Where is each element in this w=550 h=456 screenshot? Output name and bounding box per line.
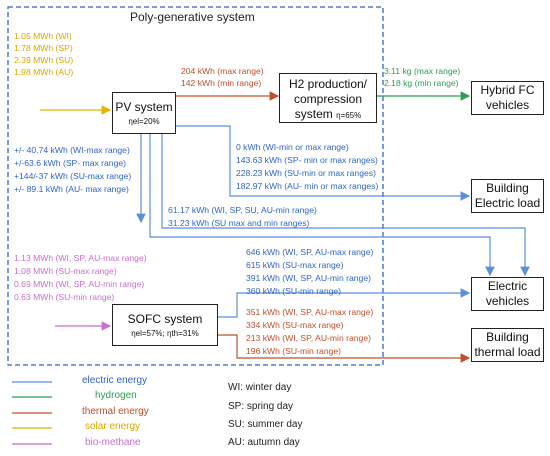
hybrid-fc-line1: Hybrid FC — [480, 83, 535, 97]
sofc-to-thermal-arrow — [218, 334, 471, 363]
legend-solar: solar energy — [85, 421, 141, 432]
ev-line2: vehicles — [485, 294, 530, 308]
legend-biomethane: bio-methane — [85, 437, 141, 448]
pv-to-building-wi: 0 kWh (WI-min or max range) — [236, 142, 349, 152]
abbr-autumn: AU: autumn day — [228, 437, 300, 448]
sofc-to-ev-4: 360 kWh (SU-min range) — [246, 286, 342, 296]
solar-input-su: 2.39 MWh (SU) — [14, 55, 74, 65]
sofc-system-efficiency: ηel=57%; ηth=31% — [131, 329, 199, 338]
sofc-to-thermal-3: 213 kWh (WI, SP, AU-min range) — [246, 333, 371, 343]
h2-box-line3: system η=65% — [280, 107, 376, 123]
h2-input-min: 142 kWh (min range) — [181, 78, 262, 88]
pv-to-ev-arrow-1 — [149, 134, 495, 277]
h2-production-box: H2 production/ compression system η=65% — [279, 73, 377, 123]
h2-output-min: 2.18 kg (min range) — [384, 78, 459, 88]
abbr-winter: WI: winter day — [228, 382, 292, 393]
building-thermal-line1: Building — [486, 330, 529, 344]
pv-to-building-au: 182.97 kWh (AU- min or max ranges) — [236, 181, 379, 191]
solar-input-sp: 1.78 MWh (SP) — [14, 43, 73, 53]
h2-input-max: 204 kWh (max range) — [181, 66, 264, 76]
pv-to-ev-arrow-2 — [161, 134, 530, 277]
sofc-system-name: SOFC system — [127, 312, 203, 326]
pv-system-box: PV system ηel=20% — [112, 92, 176, 134]
sofc-to-ev-2: 615 kWh (SU-max range) — [246, 260, 344, 270]
legend-hydrogen: hydrogen — [95, 390, 137, 401]
bio-input-2: 1.08 MWh (SU-max range) — [14, 266, 117, 276]
building-thermal-line2: thermal load — [474, 345, 541, 359]
ev-line1: Electric — [487, 279, 528, 293]
h2-box-line2: compression — [293, 92, 363, 106]
abbr-summer: SU: summer day — [228, 419, 303, 430]
pv-to-ev-min: 61.17 kWh (WI, SP, SU, AU-min range) — [168, 205, 317, 215]
solar-input-wi: 1.05 MWh (WI) — [14, 31, 72, 41]
system-title: Poly-generative system — [130, 10, 255, 24]
sofc-to-thermal-2: 334 kWh (SU-max range) — [246, 320, 344, 330]
sofc-to-ev-3: 391 kWh (WI, SP, AU-min range) — [246, 273, 371, 283]
building-elec-line2: Electric load — [474, 196, 541, 210]
electric-vehicles-box: Electric vehicles — [471, 277, 544, 311]
building-electric-load-box: Building Electric load — [471, 179, 544, 213]
pv-system-name: PV system — [115, 100, 173, 114]
pv-to-building-su: 228.23 kWh (SU-min or max ranges) — [236, 168, 376, 178]
building-elec-line1: Building — [486, 181, 529, 195]
pv-to-building-arrow — [175, 125, 471, 201]
pv-to-building-sp: 143.63 kWh (SP- min or max ranges) — [236, 155, 378, 165]
grid-exchange-sp: +/-63.6 kWh (SP- max range) — [14, 158, 126, 168]
abbr-spring: SP: spring day — [228, 401, 294, 412]
h2-box-line1: H2 production/ — [288, 77, 368, 91]
h2-box-efficiency: η=65% — [336, 111, 362, 120]
h2-output-max: 3.11 kg (max range) — [384, 66, 461, 76]
h2-box-system: system — [294, 107, 333, 121]
legend-electric: electric energy — [82, 375, 148, 386]
legend-thermal: thermal energy — [82, 406, 149, 417]
grid-exchange-wi: +/- 40.74 kWh (WI-max range) — [14, 145, 130, 155]
sofc-to-ev-arrow — [218, 288, 471, 318]
pv-to-ev-su: 31.23 kWh (SU max and min ranges) — [168, 218, 310, 228]
hybrid-fc-vehicles-box: Hybrid FC vehicles — [471, 81, 544, 115]
grid-exchange-au: +/- 89.1 kWh (AU- max range) — [14, 184, 129, 194]
bio-input-4: 0.63 MWh (SU-min range) — [14, 292, 115, 302]
system-boundary — [7, 6, 384, 366]
bio-input-3: 0.69 MWh (WI, SP, AU-min range) — [14, 279, 145, 289]
sofc-to-ev-1: 646 kWh (WI, SP, AU-max range) — [246, 247, 374, 257]
grid-exchange-su: +144/-37 kWh (SU-max range) — [14, 171, 132, 181]
bio-input-1: 1.13 MWh (WI, SP, AU-max range) — [14, 253, 147, 263]
solar-input-au: 1.98 MWh (AU) — [14, 67, 74, 77]
sofc-system-box: SOFC system ηel=57%; ηth=31% — [112, 304, 218, 346]
hybrid-fc-line2: vehicles — [485, 98, 530, 112]
pv-system-efficiency: ηel=20% — [128, 117, 160, 126]
sofc-to-thermal-4: 196 kWh (SU-min range) — [246, 346, 342, 356]
building-thermal-load-box: Building thermal load — [471, 328, 544, 362]
sofc-to-thermal-1: 351 kWh (WI, SP, AU-max range) — [246, 307, 374, 317]
